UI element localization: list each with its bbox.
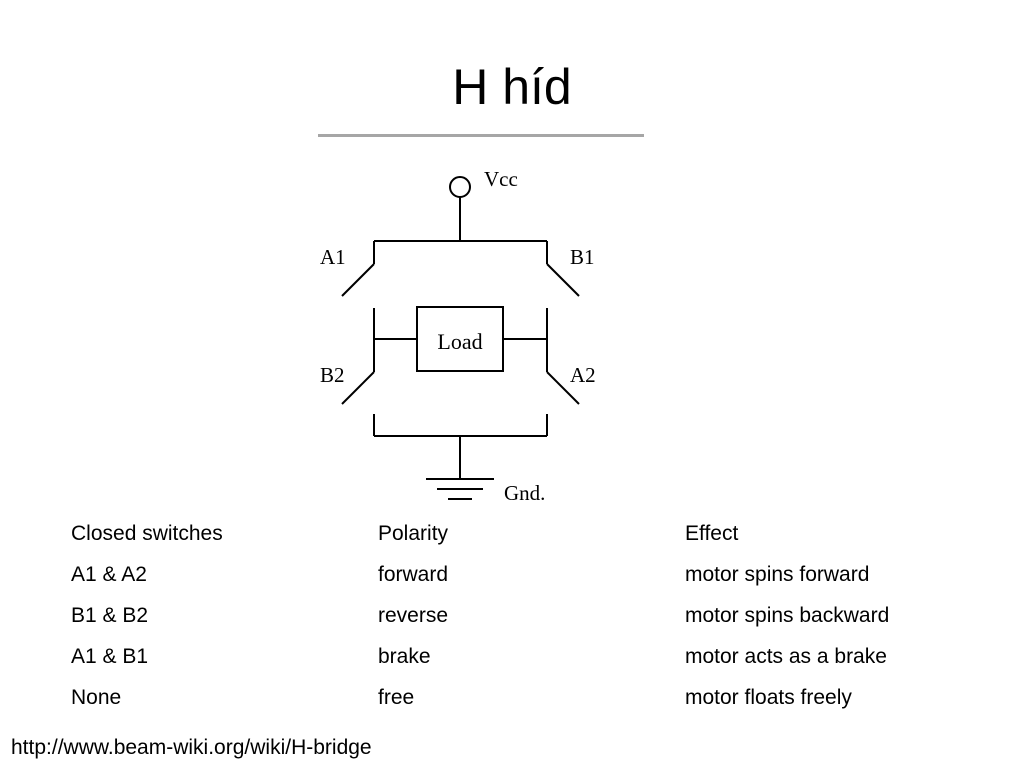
label-a1: A1	[320, 245, 346, 269]
cell-effect: motor spins backward	[685, 604, 890, 627]
cell-closed-switches: None	[71, 686, 122, 709]
cell-closed-switches: B1 & B2	[71, 604, 149, 627]
label-b2: B2	[320, 363, 345, 387]
header-closed-switches: Closed switches	[71, 522, 223, 545]
cell-effect: motor spins forward	[685, 563, 870, 586]
header-effect: Effect	[685, 522, 739, 545]
switch-b2	[341, 371, 375, 405]
source-link[interactable]: http://www.beam-wiki.org/wiki/H-bridge	[11, 736, 372, 759]
table-row: B1 & B2 reverse motor spins backward	[71, 602, 971, 632]
cell-polarity: reverse	[378, 604, 449, 627]
switch-a2	[546, 371, 580, 405]
table-header-row: Closed switches Polarity Effect	[71, 520, 971, 550]
label-a2: A2	[570, 363, 596, 387]
switch-b1	[546, 263, 580, 297]
load-box	[416, 306, 504, 372]
slide-title: H híd	[452, 59, 572, 115]
label-b1: B1	[570, 245, 595, 269]
label-vcc: Vcc	[484, 167, 518, 191]
cell-effect: motor acts as a brake	[685, 645, 887, 668]
cell-polarity: forward	[378, 563, 449, 586]
cell-polarity: free	[378, 686, 415, 709]
table-row: None free motor floats freely	[71, 684, 971, 714]
cell-effect: motor floats freely	[685, 686, 852, 709]
table-row: A1 & B1 brake motor acts as a brake	[71, 643, 971, 673]
title-underline	[318, 134, 644, 137]
label-gnd: Gnd.	[504, 481, 545, 505]
cell-polarity: brake	[378, 645, 431, 668]
table-row: A1 & A2 forward motor spins forward	[71, 561, 971, 591]
switch-a1	[341, 263, 375, 297]
cell-closed-switches: A1 & A2	[71, 563, 147, 586]
header-polarity: Polarity	[378, 522, 449, 545]
label-load: Load	[437, 329, 482, 354]
vcc-terminal	[449, 176, 471, 198]
cell-closed-switches: A1 & B1	[71, 645, 149, 668]
